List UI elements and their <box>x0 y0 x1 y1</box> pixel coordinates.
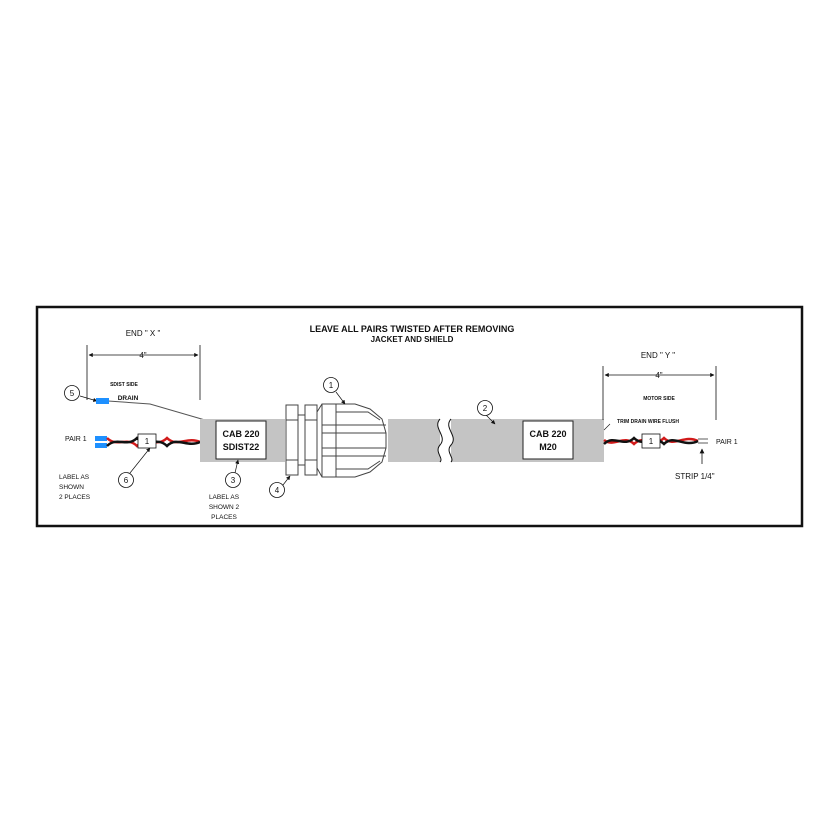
callout-4-leader <box>282 475 291 486</box>
drain-blue-tip <box>96 398 109 404</box>
label-note-left-1: LABEL AS <box>59 474 90 481</box>
label-note-center-2: SHOWN 2 <box>209 504 240 511</box>
end-x-side: SDIST SIDE <box>110 382 138 388</box>
callout-3-label: 3 <box>231 476 236 485</box>
cable-marker-right-line-2: M20 <box>539 442 557 452</box>
end-x-dimension: 4" <box>139 351 146 360</box>
pair-1-right-label: PAIR 1 <box>716 439 738 446</box>
callout-5-leader <box>79 395 98 402</box>
end-y-dimension: 4" <box>655 371 662 380</box>
trim-drain-leader <box>603 423 611 431</box>
title-line-1: LEAVE ALL PAIRS TWISTED AFTER REMOVING <box>310 324 515 334</box>
drain-label: DRAIN <box>118 395 139 402</box>
title-line-2: JACKET AND SHIELD <box>371 335 454 344</box>
callout-2 <box>477 400 493 416</box>
cable-marker-left <box>215 420 267 460</box>
cable-break-right <box>448 418 454 463</box>
cable-marker-right-line-1: CAB 220 <box>529 429 566 439</box>
end-x-label: END " X " <box>126 329 161 338</box>
callout-1 <box>323 377 339 393</box>
callout-3-leader <box>234 459 240 474</box>
cable-jacket-middle <box>388 419 440 462</box>
callout-6-label: 6 <box>124 476 129 485</box>
wire-label-right <box>641 433 661 449</box>
cable-marker-right <box>522 420 574 460</box>
callout-1-label: 1 <box>329 381 334 390</box>
end-y-label: END " Y " <box>641 351 675 360</box>
wire-label-left-text: 1 <box>145 437 150 446</box>
callout-4-label: 4 <box>275 486 280 495</box>
label-note-center-3: PLACES <box>211 514 237 521</box>
callout-5-label: 5 <box>70 389 75 398</box>
cable-marker-left-line-1: CAB 220 <box>222 429 259 439</box>
callout-6-leader <box>129 447 151 474</box>
cable-gland <box>285 403 387 478</box>
callout-5 <box>64 385 80 401</box>
callout-6 <box>118 472 134 488</box>
drain-wire <box>107 400 206 421</box>
callout-4 <box>269 482 285 498</box>
label-note-center-1: LABEL AS <box>209 494 240 501</box>
diagram-frame <box>35 305 804 528</box>
label-note-left-2: SHOWN <box>59 484 84 491</box>
cable-marker-left-line-2: SDIST22 <box>223 442 260 452</box>
end-y-side: MOTOR SIDE <box>643 396 675 402</box>
strip-label: STRIP 1/4" <box>675 472 715 481</box>
wire-label-right-text: 1 <box>649 437 654 446</box>
callout-1-leader <box>335 391 346 405</box>
callout-3 <box>225 472 241 488</box>
pair-1-left-blue-tip-top <box>95 436 107 441</box>
label-note-left-3: 2 PLACES <box>59 494 91 501</box>
pair-1-left-blue-tip-bottom <box>95 443 107 448</box>
trim-drain-note: TRIM DRAIN WIRE FLUSH <box>617 419 679 425</box>
cable-break-left <box>437 418 443 463</box>
callout-2-label: 2 <box>483 404 488 413</box>
pair-1-left-label: PAIR 1 <box>65 436 87 443</box>
